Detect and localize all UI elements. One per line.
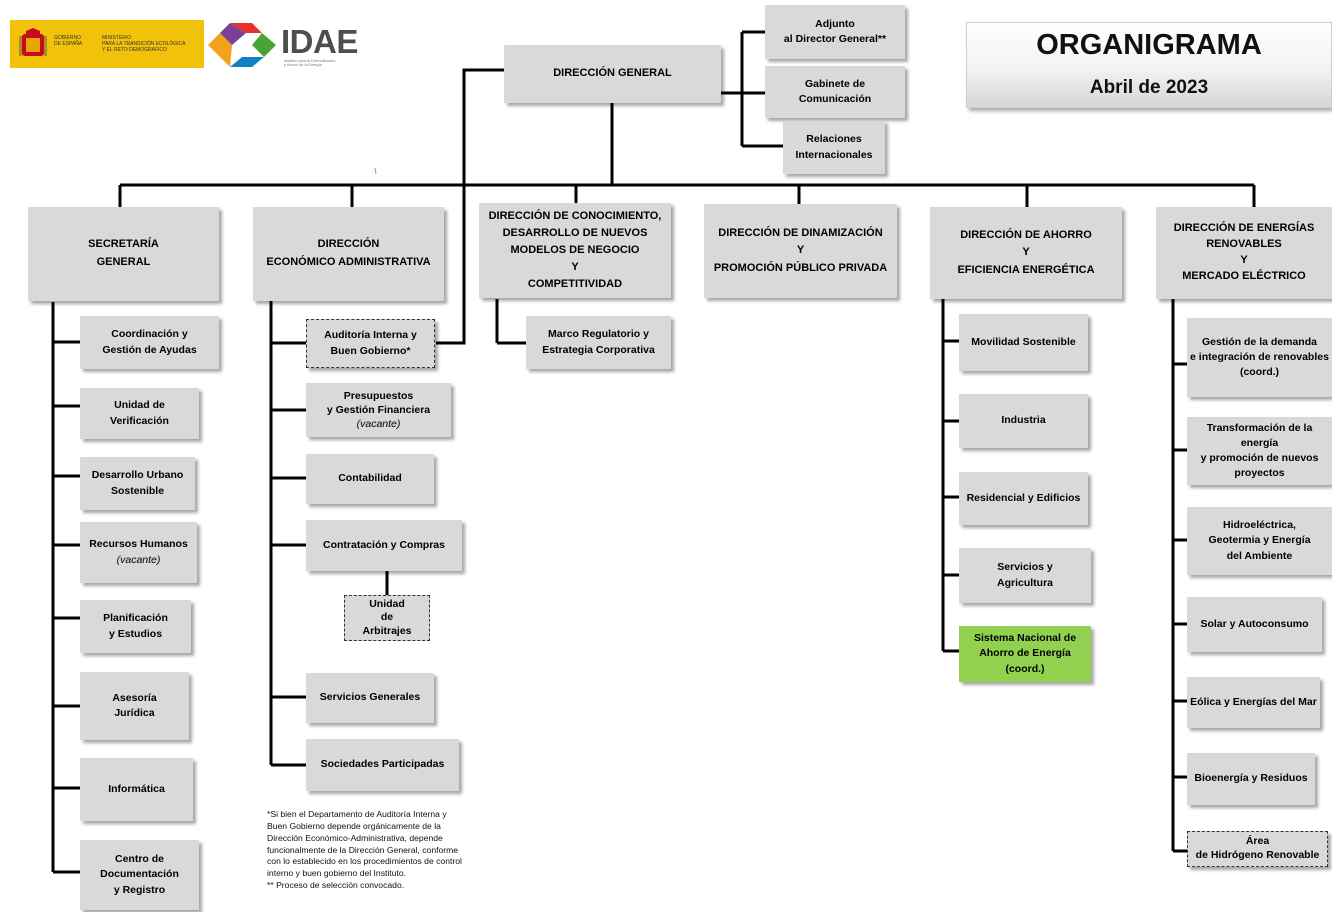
unit-box-residencial-edificios: Residencial y Edificios xyxy=(959,472,1088,525)
unit-box-transformacion-energia: Transformación de la energía y promoción… xyxy=(1187,417,1332,485)
unit-box-centro-documentacion: Centro de Documentación y Registro xyxy=(80,840,199,910)
unit-box-hidroelectrica: Hidroeléctrica, Geotermia y Energía del … xyxy=(1187,507,1332,575)
footnote: *Si bien el Departamento de Auditoría In… xyxy=(267,809,517,892)
idae-logo: IDAE Instituto para la Diversificación y… xyxy=(206,20,358,70)
division-box-renovables: DIRECCIÓN DE ENERGÍAS RENOVABLES Y MERCA… xyxy=(1156,207,1332,299)
unit-box-servicios-generales: Servicios Generales xyxy=(306,673,434,723)
footnote-line: interno y buen gobierno del Instituto. xyxy=(267,868,407,879)
staff-box-relaciones: Relaciones Internacionales xyxy=(783,121,885,174)
unit-box-recursos-humanos: Recursos Humanos (vacante) xyxy=(80,522,197,583)
unit-box-coordinacion-ayudas: Coordinación y Gestión de Ayudas xyxy=(80,316,219,369)
footnote-line: ** Proceso de selección convocado. xyxy=(267,880,405,891)
unit-box-desarrollo-urbano: Desarrollo Urbano Sostenible xyxy=(80,457,195,510)
unit-box-contabilidad: Contabilidad xyxy=(306,454,434,504)
unit-box-bioenergia-residuos: Bioenergía y Residuos xyxy=(1187,753,1315,805)
footnote-line: *Si bien el Departamento de Auditoría In… xyxy=(267,809,447,819)
division-box-dinamizacion: DIRECCIÓN DE DINAMIZACIÓN Y PROMOCIÓN PÚ… xyxy=(704,204,897,298)
footnote-line: Buen Gobierno depende orgánicamente de l… xyxy=(267,820,441,831)
unit-box-unidad-arbitrajes: Unidad de Arbitrajes xyxy=(344,595,430,641)
unit-box-planificacion: Planificación y Estudios xyxy=(80,600,191,653)
unit-box-hidrogeno-renovable: Área de Hidrógeno Renovable xyxy=(1187,831,1328,867)
unit-box-gestion-demanda: Gestión de la demanda e integración de r… xyxy=(1187,318,1332,397)
footnote-line: Dirección Económico-Administrativa, depe… xyxy=(267,832,443,843)
unit-box-movilidad-sostenible: Movilidad Sostenible xyxy=(959,314,1088,371)
staff-box-adjunto: Adjunto al Director General** xyxy=(765,5,905,59)
unit-box-contratacion-compras: Contratación y Compras xyxy=(306,520,462,571)
staff-box-gabinete: Gabinete de Comunicación xyxy=(765,66,905,118)
government-text: GOBIERNO DE ESPAÑA xyxy=(54,35,83,47)
ministry-text: MINISTERIO PARA LA TRANSICIÓN ECOLÓGICA … xyxy=(102,35,186,53)
division-box-economico: DIRECCIÓN ECONÓMICO ADMINISTRATIVA xyxy=(253,207,444,301)
government-logo: GOBIERNO DE ESPAÑA MINISTERIO PARA LA TR… xyxy=(10,20,204,68)
unit-box-servicios-agricultura: Servicios y Agricultura xyxy=(959,548,1091,603)
coat-of-arms-icon xyxy=(19,28,47,56)
vacancy-note: (vacante) xyxy=(116,553,161,566)
unit-box-asesoria-juridica: Asesoría Jurídica xyxy=(80,672,189,740)
unit-label: Recursos Humanos xyxy=(89,538,188,551)
unit-box-industria: Industria xyxy=(959,394,1088,448)
idae-subtitle: Instituto para la Diversificación y Ahor… xyxy=(284,59,336,68)
vacancy-note: (vacante) xyxy=(356,418,401,431)
unit-box-auditoria-interna: Auditoría Interna y Buen Gobierno* xyxy=(306,319,435,368)
division-box-conocimiento: DIRECCIÓN DE CONOCIMIENTO, DESARROLLO DE… xyxy=(479,203,671,298)
unit-box-marco-regulatorio: Marco Regulatorio y Estrategia Corporati… xyxy=(526,316,671,369)
unit-box-informatica: Informática xyxy=(80,758,193,821)
footnote-line: funcionalmente de la Dirección General, … xyxy=(267,844,459,855)
unit-box-presupuestos: Presupuestos y Gestión Financiera (vacan… xyxy=(306,383,451,437)
page-date: Abril de 2023 xyxy=(1089,77,1209,98)
page-title: ORGANIGRAMA xyxy=(1036,29,1262,61)
direccion-general-box: DIRECCIÓN GENERAL xyxy=(504,45,721,103)
title-box: ORGANIGRAMA Abril de 2023 xyxy=(966,22,1332,108)
idae-wordmark: IDAE xyxy=(281,23,358,60)
division-box-ahorro: DIRECCIÓN DE AHORRO Y EFICIENCIA ENERGÉT… xyxy=(930,207,1122,299)
unit-box-sistema-nacional-ahorro: Sistema Nacional de Ahorro de Energía (c… xyxy=(959,626,1091,682)
unit-box-unidad-verificacion: Unidad de Verificación xyxy=(80,388,199,439)
footnote-line: con lo establecido en los procedimientos… xyxy=(267,856,462,867)
idae-knot-icon xyxy=(208,23,276,67)
division-box-secretaria: SECRETARÍA GENERAL xyxy=(28,207,219,301)
unit-label: Presupuestos y Gestión Financiera xyxy=(326,389,431,416)
unit-box-eolica-energias-mar: Eólica y Energías del Mar xyxy=(1187,677,1320,728)
unit-box-sociedades-participadas: Sociedades Participadas xyxy=(306,739,459,791)
unit-box-solar-autoconsumo: Solar y Autoconsumo xyxy=(1187,597,1322,652)
